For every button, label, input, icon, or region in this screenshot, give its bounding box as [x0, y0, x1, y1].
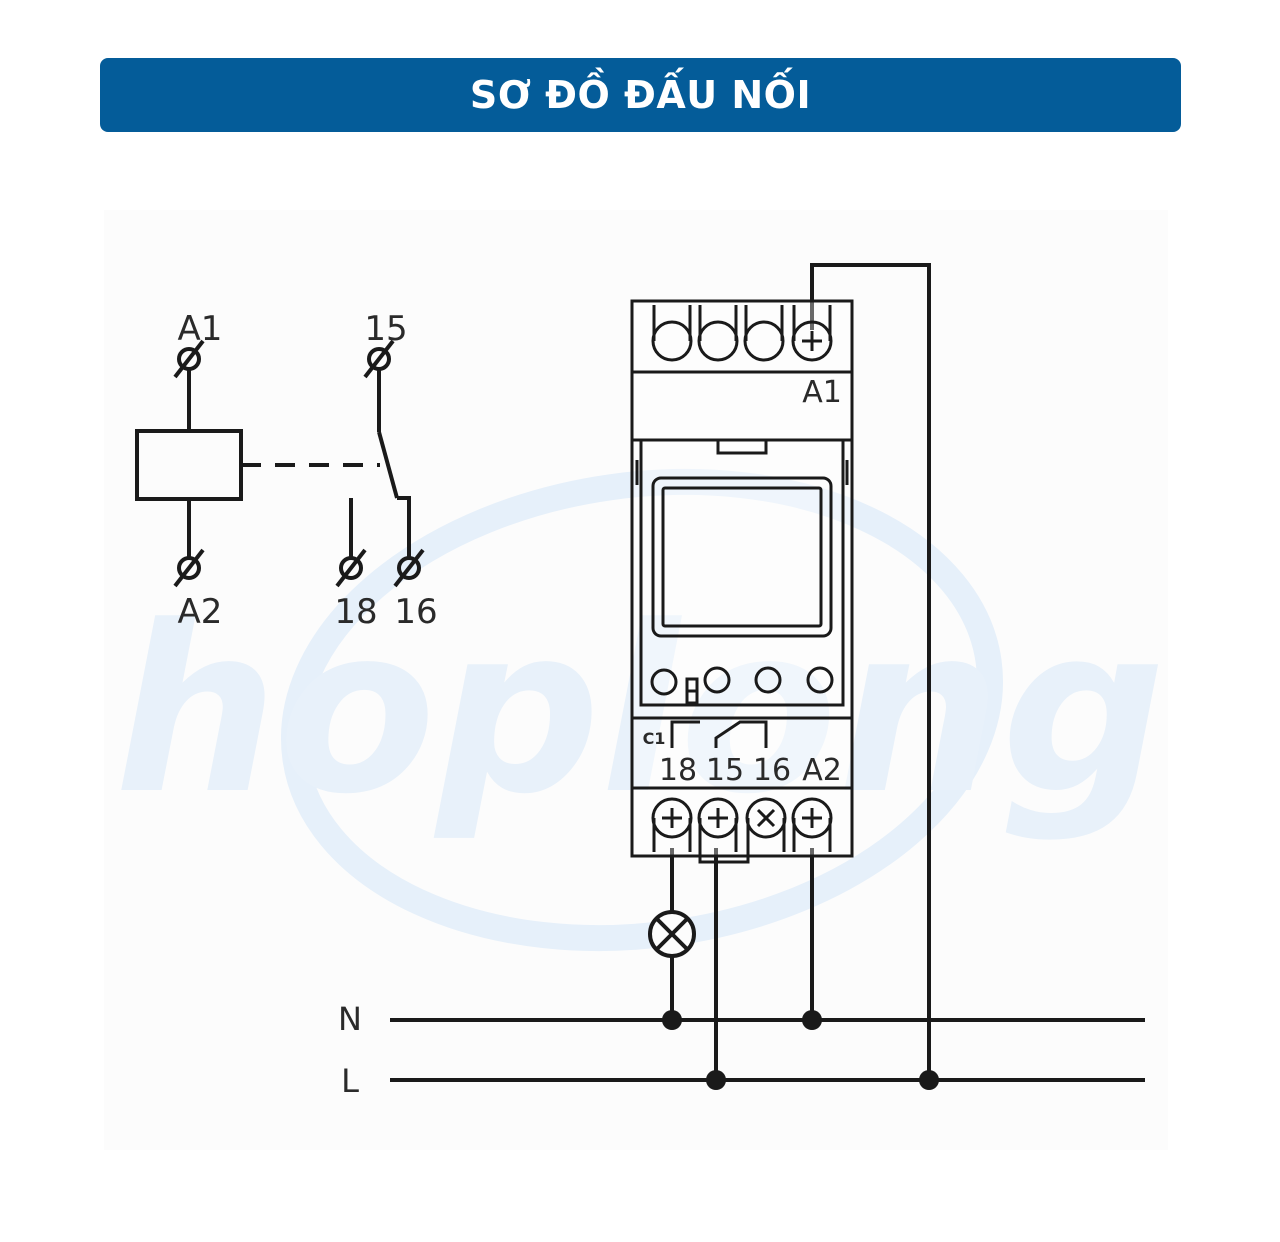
lamp-icon — [648, 910, 696, 958]
device-label-a2: A2 — [802, 753, 842, 788]
schematic-label-a1: A1 — [178, 309, 223, 349]
device-label-c1: C1 — [643, 729, 666, 748]
schematic-label-18: 18 — [334, 592, 377, 632]
schematic-label-16: 16 — [394, 592, 437, 632]
button-3 — [754, 666, 782, 694]
switch-blade — [377, 431, 399, 499]
schematic-label-a2: A2 — [178, 592, 223, 632]
terminal-a1-symbol — [177, 347, 201, 371]
device-label-16: 16 — [753, 753, 791, 788]
relay-coil — [135, 429, 243, 501]
neutral-label: N — [338, 1000, 362, 1038]
button-2 — [703, 666, 731, 694]
device-label-18: 18 — [659, 753, 697, 788]
a1-feed-wire — [810, 263, 931, 1080]
page-title: SƠ ĐỒ ĐẤU NỐI — [469, 73, 812, 117]
terminal-16-symbol — [397, 556, 421, 580]
button-1 — [650, 668, 678, 696]
terminal-15-symbol — [367, 347, 391, 371]
button-4 — [806, 666, 834, 694]
schematic-label-15: 15 — [364, 309, 407, 349]
device-housing — [630, 299, 854, 858]
lcd-frame — [651, 476, 833, 638]
relay-schematic — [135, 339, 425, 588]
title-banner: SƠ ĐỒ ĐẤU NỐI — [100, 58, 1181, 132]
device-label-15: 15 — [706, 753, 744, 788]
cover-latch — [716, 438, 768, 455]
line-label: L — [341, 1062, 359, 1100]
supply-wiring — [390, 263, 1145, 1082]
junctions — [662, 1010, 939, 1090]
terminal-18-symbol — [339, 556, 363, 580]
device-label-a1: A1 — [802, 375, 842, 410]
timer-device — [630, 299, 854, 864]
terminal-a2-symbol — [177, 556, 201, 580]
lcd-screen — [661, 486, 823, 628]
